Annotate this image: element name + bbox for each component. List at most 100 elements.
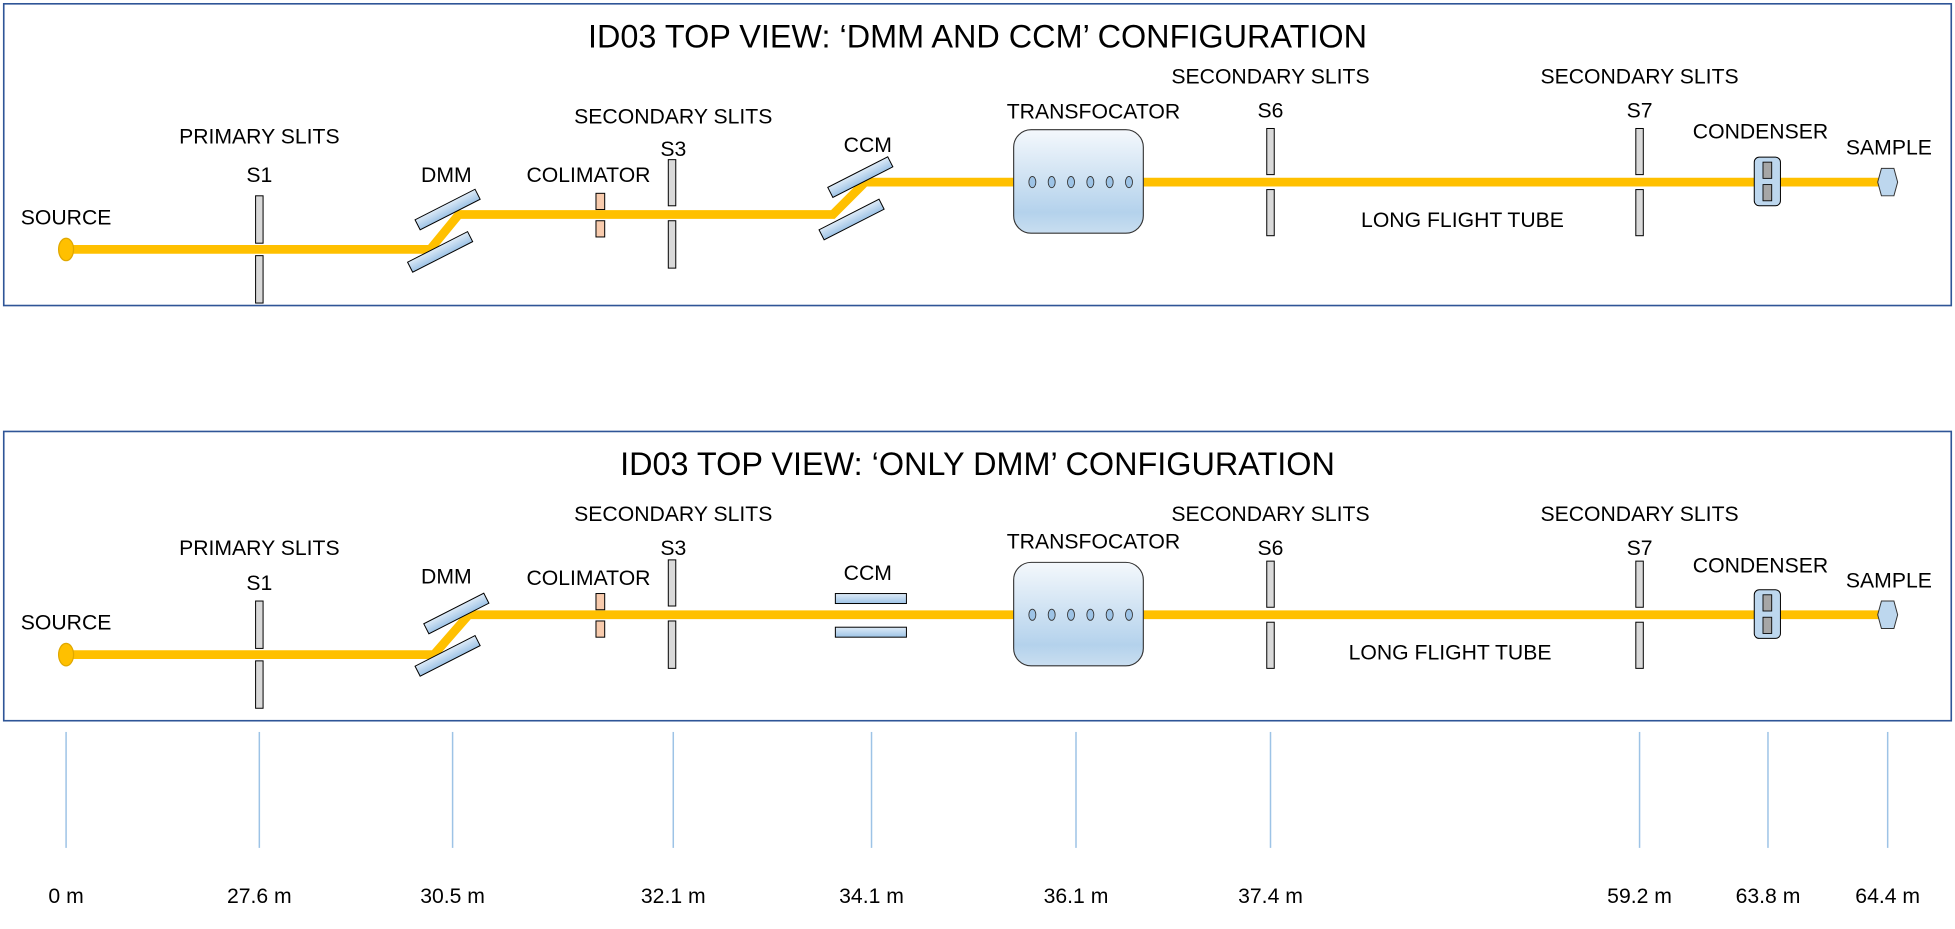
secondary-slits-s7-lower-blade [1635,621,1644,669]
s3-label: S3 [660,537,686,560]
transfocator-label: TRANSFOCATOR [1007,101,1180,124]
transfocator-lens-icon [1105,176,1114,189]
transfocator-body [1013,129,1144,234]
secondary-slits-s3-label: SECONDARY SLITS [574,503,772,526]
distance-label: 59.2 m [1607,885,1672,908]
distance-label: 34.1 m [839,885,904,908]
sample-label: SAMPLE [1846,569,1932,592]
colimator-lower [595,620,606,638]
secondary-slits-s7-label: SECONDARY SLITS [1540,66,1738,89]
sample-label: SAMPLE [1846,137,1932,160]
distance-label: 32.1 m [641,885,706,908]
colimator-label: COLIMATOR [526,164,650,187]
panel-title: ID03 TOP VIEW: ‘DMM AND CCM’ CONFIGURATI… [588,18,1367,54]
secondary-slits-s6-upper-blade [1266,560,1275,608]
distance-label: 27.6 m [227,885,292,908]
panel-title: ID03 TOP VIEW: ‘ONLY DMM’ CONFIGURATION [620,446,1335,482]
dmm-upper-mirror [414,188,481,231]
sample-icon [1877,600,1899,629]
s6-label: S6 [1258,537,1284,560]
s7-label: S7 [1627,537,1653,560]
s7-label: S7 [1627,99,1653,122]
transfocator-lens-icon [1067,176,1075,189]
distance-label: 64.4 m [1855,885,1920,908]
secondary-slits-s3-lower-blade [667,220,677,269]
condenser-upper-element [1762,594,1773,612]
s1-label: S1 [246,164,272,187]
dmm-upper-mirror [423,592,490,635]
x-ray-beam [66,177,1888,254]
sample-icon [1877,167,1899,197]
distance-label: 36.1 m [1044,885,1109,908]
source-icon [57,237,75,262]
source-label: SOURCE [21,612,112,635]
primary-slits-s1-lower-blade [255,255,264,304]
distance-label: 0 m [48,885,83,908]
transfocator-lens-icon [1047,608,1056,621]
s1-label: S1 [246,572,272,595]
panel-frame [2,430,1953,722]
transfocator-lens-icon [1105,608,1114,621]
secondary-slits-s3-upper-blade [667,159,677,207]
primary-slits-s1-upper-blade [255,195,264,244]
panel-only-dmm: ID03 TOP VIEW: ‘ONLY DMM’ CONFIGURATION S… [2,430,1953,722]
distance-label: 37.4 m [1238,885,1303,908]
dmm-label: DMM [421,164,472,187]
transfocator-label: TRANSFOCATOR [1007,531,1180,554]
distance-scale: 0 m 27.6 m 30.5 m 32.1 m 34.1 m 36.1 m 37.4 m 5… [48,731,1920,908]
transfocator-lens-icon [1047,176,1056,189]
x-ray-beam [66,610,1888,660]
ccm-upper-crystal [827,156,894,199]
dmm-lower-mirror [406,230,474,273]
condenser-label: CONDENSER [1693,554,1828,577]
colimator-upper [595,593,606,611]
secondary-slits-s7-label: SECONDARY SLITS [1540,503,1738,526]
s6-label: S6 [1258,99,1284,122]
secondary-slits-s7-upper-blade [1635,560,1644,608]
secondary-slits-s7-lower-blade [1635,189,1644,237]
condenser-lower-element [1762,184,1773,202]
primary-slits-s1-lower-blade [255,660,264,709]
ccm-lower-crystal [818,198,885,241]
condenser-lower-element [1762,616,1773,634]
colimator-lower [595,220,606,238]
condenser-body [1753,589,1781,639]
primary-slits-label: PRIMARY SLITS [179,537,340,560]
colimator-upper [595,192,606,211]
secondary-slits-s3-label: SECONDARY SLITS [574,105,772,128]
secondary-slits-s6-label: SECONDARY SLITS [1171,503,1369,526]
ccm-label: CCM [844,562,892,585]
secondary-slits-s6-label: SECONDARY SLITS [1171,66,1369,89]
distance-label: 30.5 m [420,885,485,908]
secondary-slits-s6-upper-blade [1266,127,1275,176]
distance-label: 63.8 m [1736,885,1801,908]
ccm-label: CCM [844,134,892,157]
panel-frame [2,2,1953,307]
transfocator-body [1013,561,1144,667]
transfocator-lens-icon [1125,176,1133,189]
transfocator-lens-icon [1028,176,1037,189]
condenser-upper-element [1762,161,1773,179]
secondary-slits-s7-upper-blade [1635,127,1644,176]
secondary-slits-s3-lower-blade [667,620,677,669]
long-flight-tube-label: LONG FLIGHT TUBE [1361,209,1564,232]
secondary-slits-s3-upper-blade [667,559,677,607]
transfocator-lens-icon [1125,608,1133,621]
primary-slits-label: PRIMARY SLITS [179,125,340,148]
panel-dmm-and-ccm: ID03 TOP VIEW: ‘DMM AND CCM’ CONFIGURATI… [2,2,1953,307]
dmm-label: DMM [421,566,472,589]
ccm-lower-crystal [834,626,907,638]
transfocator-lens-icon [1067,608,1075,621]
condenser-label: CONDENSER [1693,120,1828,143]
colimator-label: COLIMATOR [526,567,650,590]
condenser-body [1753,156,1781,207]
secondary-slits-s6-lower-blade [1266,621,1275,669]
source-icon [57,642,75,667]
transfocator-lens-icon [1086,176,1095,189]
secondary-slits-s6-lower-blade [1266,189,1275,237]
long-flight-tube-label: LONG FLIGHT TUBE [1349,642,1552,665]
transfocator-lens-icon [1028,608,1037,621]
primary-slits-s1-upper-blade [255,600,264,649]
source-label: SOURCE [21,206,112,229]
